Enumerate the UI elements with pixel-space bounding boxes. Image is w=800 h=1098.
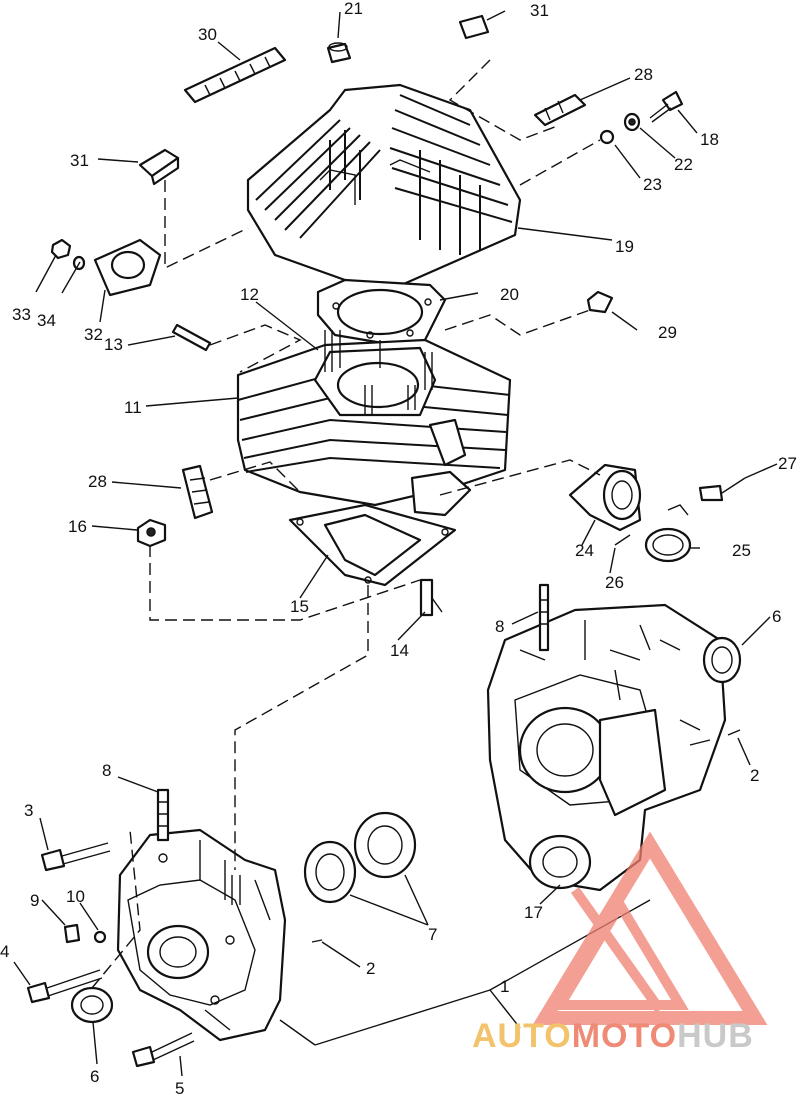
stud-13 [171, 323, 212, 352]
dowel-pin-2-right [727, 729, 741, 736]
callout-21: 21 [344, 0, 363, 18]
callout-28-lower: 28 [88, 472, 107, 491]
callout-6-left: 6 [90, 1067, 99, 1086]
damper-29 [586, 290, 614, 314]
assembly-lines [91, 59, 601, 989]
washer-22 [623, 112, 641, 132]
callout-8-right: 8 [495, 617, 504, 636]
cylinder-head [246, 83, 522, 292]
callout-30: 30 [198, 25, 217, 44]
bolt-14 [419, 578, 443, 617]
watermark-part-moto: MOTO [572, 1017, 677, 1055]
intake-manifold-24 [568, 463, 642, 532]
cylinder [236, 330, 512, 517]
bearing-7-a [303, 840, 357, 904]
watermark-text: AUTOMOTOHUB [472, 1017, 754, 1055]
callout-9: 9 [30, 891, 39, 910]
callout-14: 14 [390, 641, 409, 660]
callout-6-right: 6 [772, 607, 781, 626]
logo-outer-triangle [532, 831, 768, 1025]
crankcase-right-half [486, 603, 727, 892]
bolt-4 [26, 969, 103, 1004]
callout-3: 3 [24, 801, 33, 820]
nut-33 [50, 238, 72, 260]
callout-1: 1 [500, 977, 509, 996]
nut-16 [136, 518, 167, 548]
bearing-7-b [353, 811, 417, 879]
callout-17: 17 [524, 903, 543, 922]
callout-19: 19 [615, 237, 634, 256]
callout-12: 12 [240, 285, 259, 304]
damper-28-top [533, 93, 587, 127]
callout-20: 20 [500, 285, 519, 304]
callout-8-left: 8 [102, 761, 111, 780]
bolt-27 [698, 477, 746, 502]
callout-22: 22 [674, 155, 693, 174]
callout-27: 27 [778, 454, 797, 473]
bolt-18 [649, 90, 684, 123]
callout-25: 25 [732, 541, 751, 560]
damper-28-lower [181, 464, 214, 520]
logo-slash [570, 887, 665, 1013]
callout-4: 4 [0, 942, 9, 961]
bolt-3 [40, 842, 111, 872]
callout-13: 13 [104, 335, 123, 354]
callout-26: 26 [605, 573, 624, 592]
watermark-part-auto: AUTO [472, 1017, 572, 1055]
rubber-strip-30 [183, 46, 287, 104]
dowel-pin-2-left [311, 939, 323, 943]
oil-seal-6-left [70, 986, 114, 1024]
callout-31-top: 31 [530, 1, 549, 20]
damper-31-left [138, 148, 180, 186]
watermark-part-hub: HUB [677, 1017, 754, 1055]
callout-32: 32 [84, 325, 103, 344]
callout-5: 5 [175, 1079, 184, 1098]
callout-18: 18 [700, 130, 719, 149]
head-gasket [316, 278, 447, 347]
crankcase-left-half [116, 828, 287, 1042]
spark-plug-cap [326, 42, 352, 64]
damper-31-top [458, 14, 490, 40]
stud-8-left [156, 788, 170, 842]
exhaust-gasket-32 [93, 238, 162, 297]
callout-29: 29 [658, 323, 677, 342]
callout-2-right: 2 [750, 766, 759, 785]
nut-10 [93, 930, 107, 944]
callout-34: 34 [37, 311, 56, 330]
callout-33: 33 [12, 305, 31, 324]
callout-24: 24 [575, 541, 594, 560]
callout-2-left: 2 [366, 959, 375, 978]
callout-23: 23 [643, 175, 662, 194]
stud-8-right [538, 583, 550, 652]
callout-10: 10 [66, 887, 85, 906]
clamp-25 [644, 504, 692, 563]
watermark-logo [532, 831, 768, 1025]
callout-11: 11 [124, 398, 142, 417]
callout-28-top: 28 [634, 65, 653, 84]
callout-7: 7 [428, 925, 437, 944]
callout-15: 15 [290, 597, 309, 616]
callout-16: 16 [68, 517, 87, 536]
screw-9 [63, 923, 81, 944]
oil-seal-6-right [702, 636, 742, 684]
bolt-5 [131, 1032, 195, 1068]
callout-31-left: 31 [70, 151, 89, 170]
base-gasket [288, 503, 457, 587]
logo-inner-triangle [551, 895, 689, 1010]
washer-23 [599, 129, 615, 145]
screw-26 [614, 534, 631, 546]
